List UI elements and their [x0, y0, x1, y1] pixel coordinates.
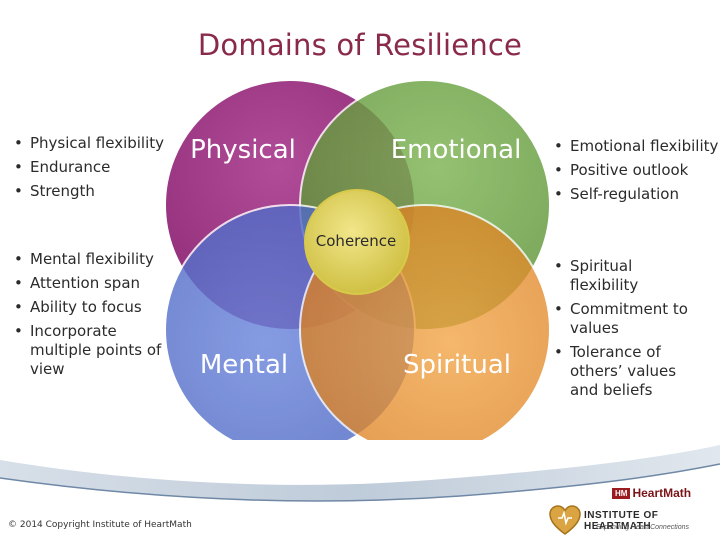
resilience-venn-diagram: Physical Emotional Mental Spiritual Cohe… — [164, 79, 551, 440]
list-item: Physical flexibility — [14, 134, 174, 153]
coherence-circle — [304, 189, 410, 295]
list-item: Spiritual flexibility — [554, 257, 704, 295]
list-item: Self-regulation — [554, 185, 720, 204]
copyright-text: © 2014 Copyright Institute of HeartMath — [8, 520, 192, 530]
list-item: Tolerance of others’ values and beliefs — [554, 343, 704, 400]
list-item: Attention span — [14, 274, 164, 293]
heart-emblem-icon — [549, 505, 581, 535]
spiritual-label: Spiritual — [403, 350, 511, 380]
coherence-label: Coherence — [316, 232, 396, 250]
list-item: Positive outlook — [554, 161, 720, 180]
emotional-label: Emotional — [391, 135, 522, 165]
emotional-bullet-list: Emotional flexibility Positive outlook S… — [554, 137, 720, 209]
page-title: Domains of Resilience — [197, 28, 523, 62]
footer-wave-decoration — [0, 445, 720, 540]
mental-bullet-list: Mental flexibility Attention span Abilit… — [14, 250, 164, 384]
institute-name: INSTITUTE OF HEARTMATH — [584, 510, 659, 532]
physical-label: Physical — [190, 135, 296, 165]
list-item: Incorporate multiple points of view — [14, 322, 164, 379]
institute-logo: INSTITUTE OF HEARTMATH Expanding Heart C… — [548, 502, 720, 540]
list-item: Endurance — [14, 158, 174, 177]
list-item: Mental flexibility — [14, 250, 164, 269]
mental-label: Mental — [200, 350, 288, 380]
institute-tagline: Expanding Heart Connections — [596, 524, 690, 531]
list-item: Emotional flexibility — [554, 137, 720, 156]
list-item: Commitment to values — [554, 300, 704, 338]
list-item: Strength — [14, 182, 174, 201]
list-item: Ability to focus — [14, 298, 164, 317]
physical-bullet-list: Physical flexibility Endurance Strength — [14, 134, 174, 206]
spiritual-bullet-list: Spiritual flexibility Commitment to valu… — [554, 257, 704, 405]
